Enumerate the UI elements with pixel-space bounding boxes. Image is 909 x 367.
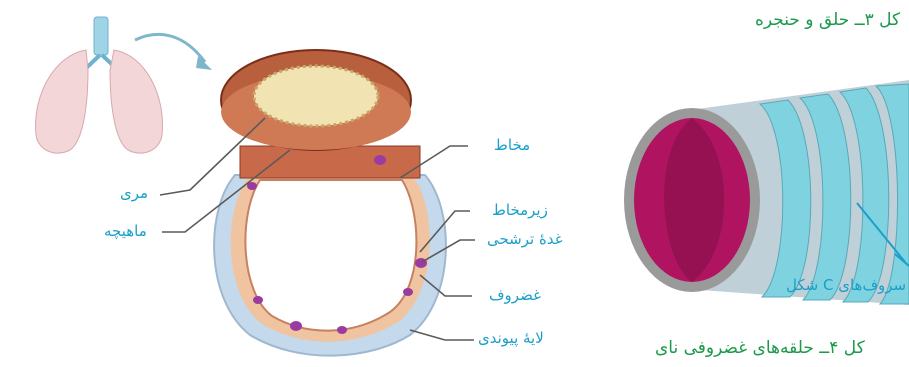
label-cartilage: غضروف bbox=[489, 288, 541, 303]
label-gland: غدهٔ ترشحی bbox=[487, 232, 563, 247]
label-submucosa: زیرمخاط bbox=[492, 203, 548, 218]
label-muscle: ماهیچه bbox=[104, 224, 147, 239]
label-esophagus: مری bbox=[120, 186, 148, 201]
figure4-caption: کل ۴ــ حلقه‌های غضروفی نای bbox=[655, 340, 865, 357]
figure3-caption: کل ۳ــ حلق و حنجره bbox=[755, 12, 900, 29]
label-mucosa: مخاط bbox=[494, 138, 530, 153]
arrow-icon bbox=[135, 34, 205, 62]
trachea-rings-illustration bbox=[624, 80, 909, 305]
arrow-head-icon bbox=[196, 56, 212, 70]
label-c-shaped-rings: سروف‌های C شکل bbox=[786, 278, 906, 293]
label-connective-layer: لایهٔ پیوندی bbox=[478, 331, 544, 346]
trachea-cross-section bbox=[214, 50, 446, 356]
